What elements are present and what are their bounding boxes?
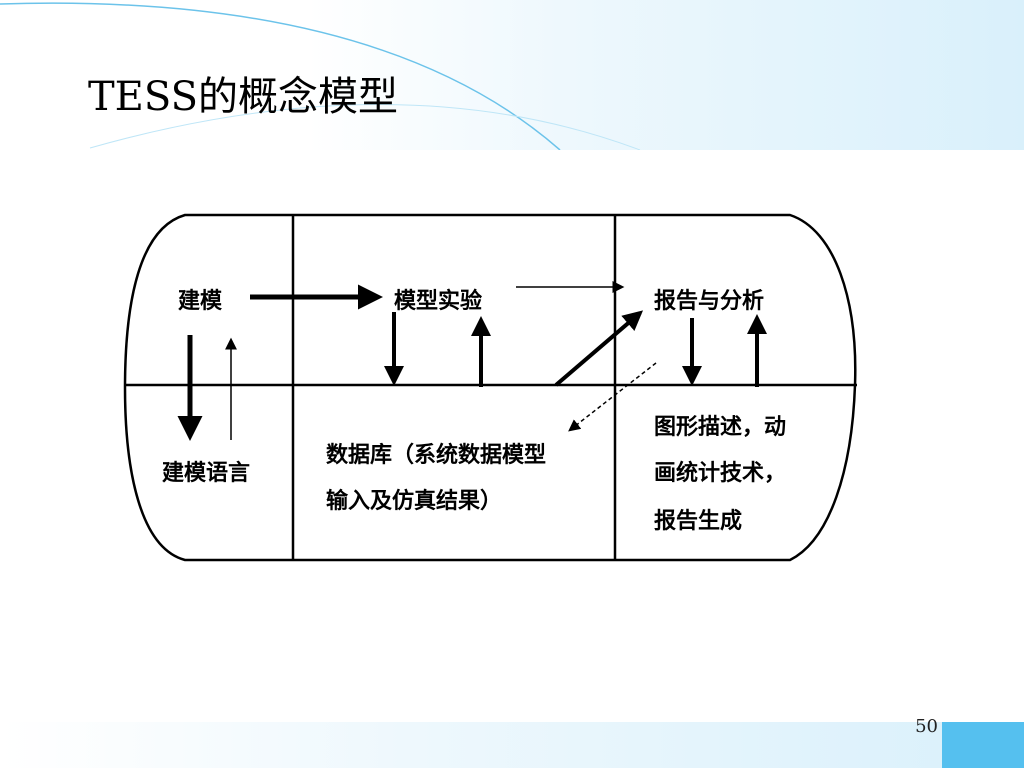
header-decorative-arc	[0, 2, 641, 150]
diagram-outer-frame	[123, 213, 857, 562]
label-report-analysis: 报告与分析	[654, 289, 764, 314]
page-number: 50	[915, 716, 938, 737]
label-modeling-language: 建模语言	[162, 460, 250, 486]
label-graphics-line1: 图形描述，动	[654, 415, 786, 440]
header-band	[0, 0, 1024, 150]
label-model-experiment: 模型实验	[394, 288, 482, 314]
footer-band	[0, 722, 1024, 768]
label-database-line1: 数据库（系统数据模型	[326, 442, 546, 468]
slide-title: TESS的概念模型	[88, 74, 398, 120]
label-graphics-line3: 报告生成	[654, 509, 742, 534]
arrow-report-to-database-diagonal	[568, 362, 657, 432]
footer-corner-block	[942, 722, 1024, 768]
label-database-line2: 输入及仿真结果）	[326, 488, 502, 514]
label-modeling: 建模	[178, 289, 223, 314]
arrow-database-to-report-diagonal	[554, 310, 644, 387]
label-graphics-line2: 画统计技术，	[654, 460, 786, 486]
